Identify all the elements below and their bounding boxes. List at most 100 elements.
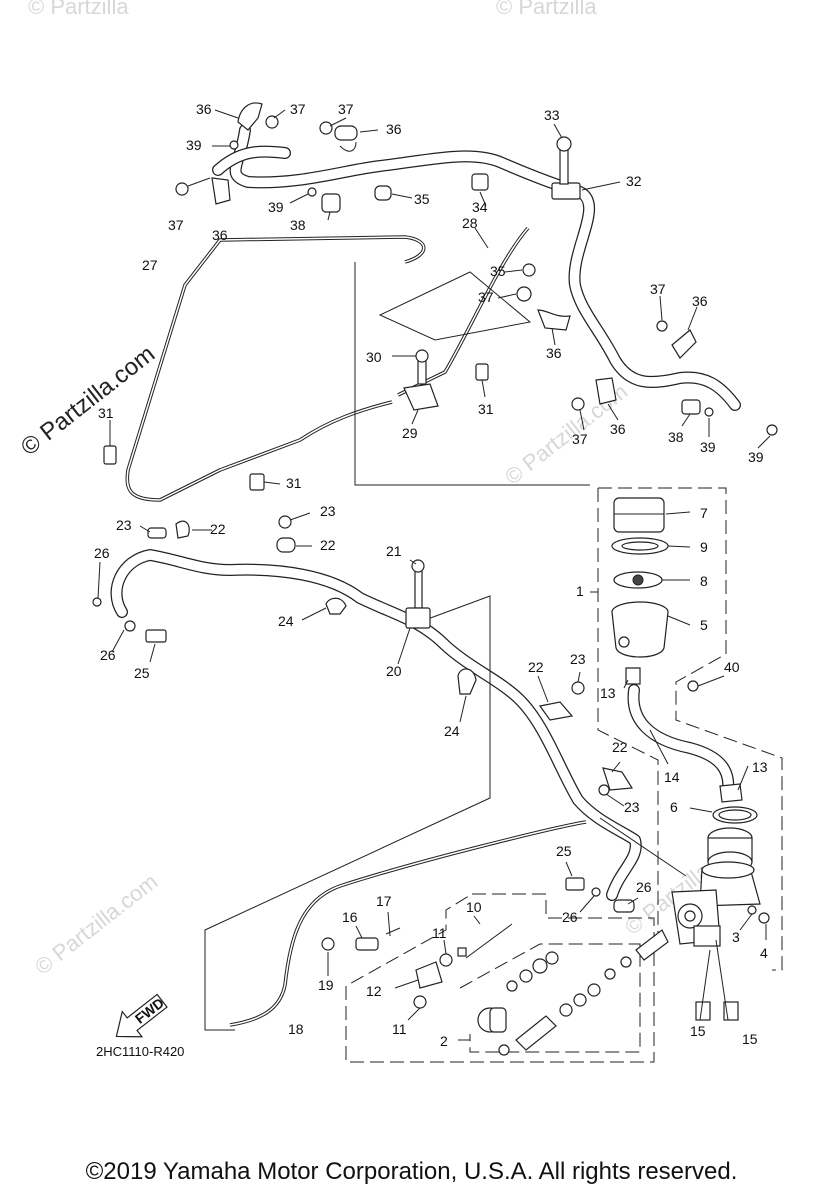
watermark-top-center: © Partzilla <box>496 0 597 19</box>
fwd-direction-arrow: FWD <box>115 993 168 1038</box>
cylinder-kit-parts <box>321 923 669 1056</box>
note-frame <box>378 271 532 341</box>
callout-36: 36 <box>196 101 212 117</box>
hose-joint-32 <box>551 182 581 200</box>
callout-27: 27 <box>142 257 158 273</box>
callout-40: 40 <box>724 659 740 675</box>
reservoir-kit-box-left <box>597 488 659 940</box>
callout-37: 37 <box>650 281 666 297</box>
callout-24: 24 <box>444 723 460 739</box>
callout-36: 36 <box>386 121 402 137</box>
copyright-notice: ©2019 Yamaha Motor Corporation, U.S.A. A… <box>85 1158 738 1185</box>
callout-31: 31 <box>98 405 114 421</box>
callout-23: 23 <box>624 799 640 815</box>
watermark-top-left: © Partzilla <box>28 0 129 19</box>
bolt-head-33 <box>556 136 572 152</box>
cylinder-leader-lines <box>327 911 481 1041</box>
callout-14: 14 <box>664 769 680 785</box>
callout-4: 4 <box>760 945 768 961</box>
callout-38: 38 <box>668 429 684 445</box>
callout-15: 15 <box>742 1031 758 1047</box>
callout-16: 16 <box>342 909 358 925</box>
callout-23: 23 <box>570 651 586 667</box>
callout-labels: 36 37 37 36 33 39 32 37 36 39 38 35 34 2… <box>94 101 768 1049</box>
callout-5: 5 <box>700 617 708 633</box>
callout-3: 3 <box>732 929 740 945</box>
callout-25: 25 <box>556 843 572 859</box>
callout-36: 36 <box>212 227 228 243</box>
callout-31: 31 <box>478 401 494 417</box>
reference-line-18 <box>204 595 491 1031</box>
reservoir-parts <box>611 497 699 692</box>
callout-39: 39 <box>268 199 284 215</box>
lower-leader-lines <box>97 512 639 913</box>
callout-15: 15 <box>690 1023 706 1039</box>
callout-8: 8 <box>700 573 708 589</box>
callout-12: 12 <box>366 983 382 999</box>
callout-39: 39 <box>186 137 202 153</box>
piston-kit-box <box>459 943 641 1053</box>
brake-pipe-28 <box>397 226 530 397</box>
callout-35: 35 <box>490 263 506 279</box>
callout-29: 29 <box>402 425 418 441</box>
reference-bracket-line <box>354 262 590 486</box>
callout-11: 11 <box>432 925 447 941</box>
callout-36: 36 <box>692 293 708 309</box>
callout-26: 26 <box>636 879 652 895</box>
callout-28: 28 <box>462 215 478 231</box>
callout-7: 7 <box>700 505 708 521</box>
brake-pipe-27 <box>125 235 426 502</box>
callout-23: 23 <box>320 503 336 519</box>
callout-19: 19 <box>318 977 334 993</box>
callout-10: 10 <box>466 899 482 915</box>
callout-17: 17 <box>376 893 392 909</box>
callout-26: 26 <box>94 545 110 561</box>
drawing-code: 2HC1110-R420 <box>96 1044 185 1059</box>
callout-30: 30 <box>366 349 382 365</box>
callout-37: 37 <box>290 101 306 117</box>
callout-2: 2 <box>440 1033 448 1049</box>
reservoir-hose-14 <box>627 684 735 796</box>
callout-13: 13 <box>752 759 768 775</box>
callout-13: 13 <box>600 685 616 701</box>
callout-37: 37 <box>168 217 184 233</box>
callout-22: 22 <box>320 537 336 553</box>
callout-31: 31 <box>286 475 302 491</box>
callout-36: 36 <box>546 345 562 361</box>
upper-small-parts <box>103 102 778 491</box>
callout-32: 32 <box>626 173 642 189</box>
callout-23: 23 <box>116 517 132 533</box>
callout-22: 22 <box>612 739 628 755</box>
callout-22: 22 <box>210 521 226 537</box>
master-cylinder-kit-box <box>345 893 655 1063</box>
callout-38: 38 <box>290 217 306 233</box>
brake-pipe-18 <box>229 820 587 1027</box>
callout-26: 26 <box>562 909 578 925</box>
reservoir-leader-lines <box>590 511 767 1021</box>
reservoir-kit-box <box>598 487 783 971</box>
callout-22: 22 <box>528 659 544 675</box>
callout-36: 36 <box>610 421 626 437</box>
callout-11: 11 <box>392 1021 407 1037</box>
callout-21: 21 <box>386 543 402 559</box>
master-cylinder-parts <box>671 783 770 1021</box>
callout-37: 37 <box>572 431 588 447</box>
upper-leader-lines <box>109 109 771 485</box>
callout-1: 1 <box>576 583 584 599</box>
callout-20: 20 <box>386 663 402 679</box>
callout-33: 33 <box>544 107 560 123</box>
callout-37: 37 <box>478 289 494 305</box>
callout-6: 6 <box>670 799 678 815</box>
callout-37: 37 <box>338 101 354 117</box>
callout-9: 9 <box>700 539 708 555</box>
callout-34: 34 <box>472 199 488 215</box>
lower-small-parts <box>92 515 635 913</box>
callout-39: 39 <box>748 449 764 465</box>
callout-35: 35 <box>414 191 430 207</box>
callout-24: 24 <box>278 613 294 629</box>
hose-to-cylinder-line <box>599 817 687 877</box>
callout-39: 39 <box>700 439 716 455</box>
lower-brake-hose <box>110 549 642 901</box>
callout-18: 18 <box>288 1021 304 1037</box>
